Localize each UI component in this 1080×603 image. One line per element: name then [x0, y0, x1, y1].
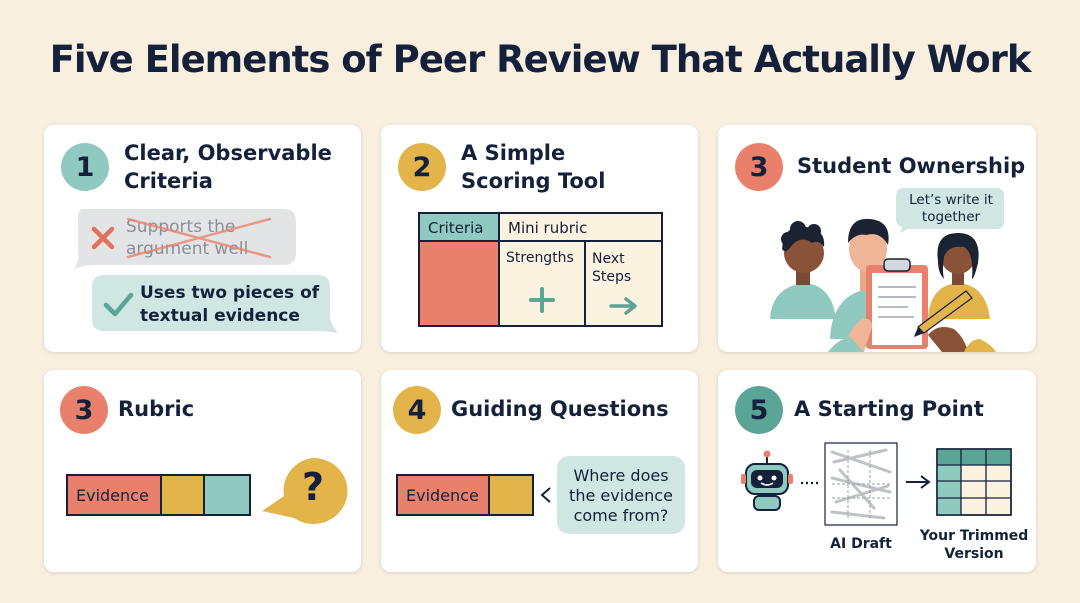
- page-title: Five Elements of Peer Review That Actual…: [49, 38, 1032, 81]
- dotted-connector: [801, 481, 821, 485]
- trimmed-table: [936, 448, 1012, 516]
- number-badge: 3: [735, 143, 783, 191]
- chevron-left-icon: [540, 487, 551, 503]
- card-title: Clear, Observable Criteria: [124, 141, 332, 193]
- card-guiding-questions: 4 Guiding Questions Evidence Where does …: [381, 370, 698, 572]
- number-badge: 2: [398, 143, 446, 191]
- arrow-right-icon: [609, 297, 637, 315]
- card-scoring-tool: 2 A Simple Scoring Tool Criteria Mini ru…: [381, 125, 698, 352]
- bad-example-bubble: [74, 209, 296, 269]
- strikethrough-x: [126, 217, 272, 259]
- question-bubble: [557, 456, 685, 534]
- x-icon: [88, 223, 118, 253]
- card-clear-criteria: 1 Clear, Observable Criteria Supports th…: [44, 125, 361, 352]
- number-badge: 4: [393, 386, 441, 434]
- card-starting-point: 5 A Starting Point AI Draft Your Trimmed…: [718, 370, 1036, 572]
- card-title: Rubric: [118, 397, 195, 421]
- speech-bubble: [896, 188, 1004, 233]
- rubric-cell-teal: [205, 476, 249, 514]
- card-student-ownership: 3 Student Ownership Let’s write it toget…: [718, 125, 1036, 352]
- card-title: A Starting Point: [794, 397, 984, 421]
- robot-icon: [741, 450, 793, 511]
- next-steps-cell: Next Steps: [586, 242, 661, 325]
- good-example-text: Uses two pieces of textual evidence: [140, 283, 320, 326]
- card-title: Student Ownership: [797, 154, 1026, 178]
- card-title: Guiding Questions: [451, 397, 669, 421]
- trimmed-version-label: Your Trimmed Version: [919, 528, 1029, 562]
- rubric-cell-yellow: [162, 476, 205, 514]
- students-illustration: [770, 218, 996, 352]
- card-title: A Simple Scoring Tool: [461, 141, 606, 193]
- evidence-bar: Evidence: [396, 474, 534, 516]
- rubric-header: Mini rubric: [500, 214, 661, 242]
- question-mark: ?: [301, 465, 325, 509]
- speech-text: Let’s write it together: [909, 192, 993, 225]
- ai-draft-label: AI Draft: [830, 536, 892, 552]
- number-badge: 1: [61, 143, 109, 191]
- evidence-cell-yellow: [490, 476, 532, 514]
- ai-draft-document: [824, 442, 898, 526]
- criteria-cell: [420, 242, 500, 325]
- mini-rubric-table: Criteria Mini rubric Strengths Next Step…: [418, 212, 663, 327]
- arrow-right-icon: [906, 475, 931, 489]
- criteria-header: Criteria: [420, 214, 500, 242]
- evidence-cell: Evidence: [68, 476, 162, 514]
- card-rubric: 3 Rubric Evidence ?: [44, 370, 361, 572]
- check-icon: [102, 289, 134, 319]
- strengths-cell: Strengths: [500, 242, 586, 325]
- number-badge: 3: [60, 386, 108, 434]
- plus-icon: [529, 287, 555, 313]
- question-bubble: [262, 457, 348, 524]
- question-text: Where does the evidence come from?: [569, 466, 673, 525]
- good-example-bubble: [92, 275, 338, 333]
- number-badge: 5: [735, 386, 783, 434]
- rubric-bar: Evidence: [66, 474, 251, 516]
- evidence-cell: Evidence: [398, 476, 490, 514]
